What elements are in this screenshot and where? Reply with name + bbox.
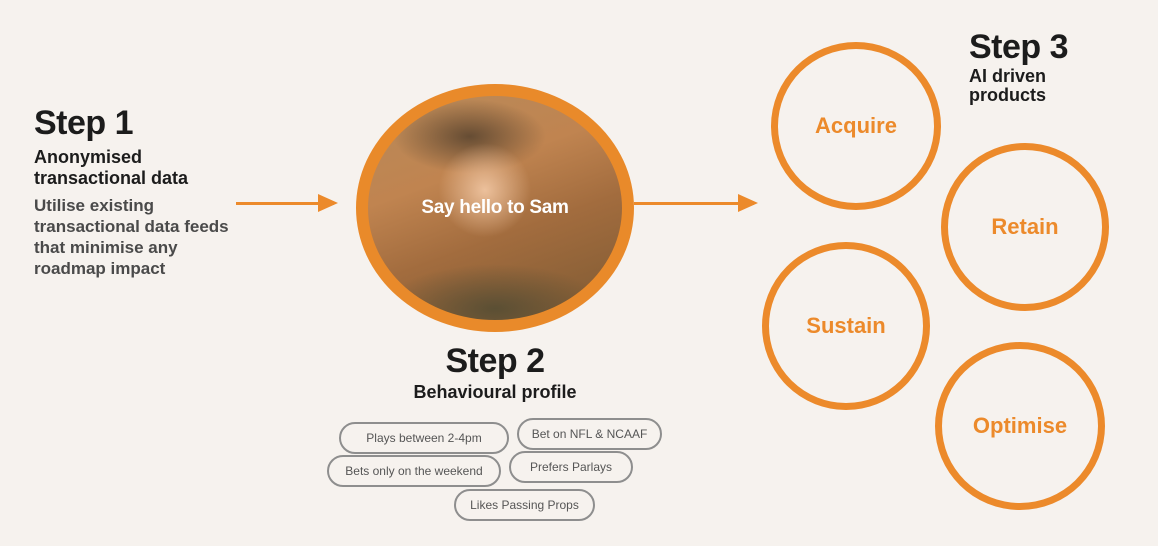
step2-title: Step 2 <box>350 342 640 381</box>
step1-title: Step 1 <box>34 104 133 143</box>
product-ring-sustain: Sustain <box>762 242 930 410</box>
arrow-step2-to-step3 <box>634 202 754 205</box>
trait-chip: Likes Passing Props <box>454 489 595 521</box>
step1-description: Utilise existing transactional data feed… <box>34 195 234 279</box>
trait-chip: Prefers Parlays <box>509 451 633 483</box>
trait-chip: Bet on NFL & NCAAF <box>517 418 662 450</box>
sam-portrait: Say hello to Sam <box>356 84 634 332</box>
step1-subtitle: Anonymised transactional data <box>34 147 234 189</box>
arrow-step1-to-step2 <box>236 202 334 205</box>
step2-subtitle: Behavioural profile <box>350 382 640 403</box>
product-ring-acquire: Acquire <box>771 42 941 210</box>
step3-title: Step 3 <box>969 28 1068 67</box>
product-ring-optimise: Optimise <box>935 342 1105 510</box>
portrait-label: Say hello to Sam <box>368 96 622 320</box>
product-ring-retain: Retain <box>941 143 1109 311</box>
trait-chip: Bets only on the weekend <box>327 455 501 487</box>
trait-chip: Plays between 2-4pm <box>339 422 509 454</box>
step3-subtitle: AI driven products <box>969 67 1089 105</box>
